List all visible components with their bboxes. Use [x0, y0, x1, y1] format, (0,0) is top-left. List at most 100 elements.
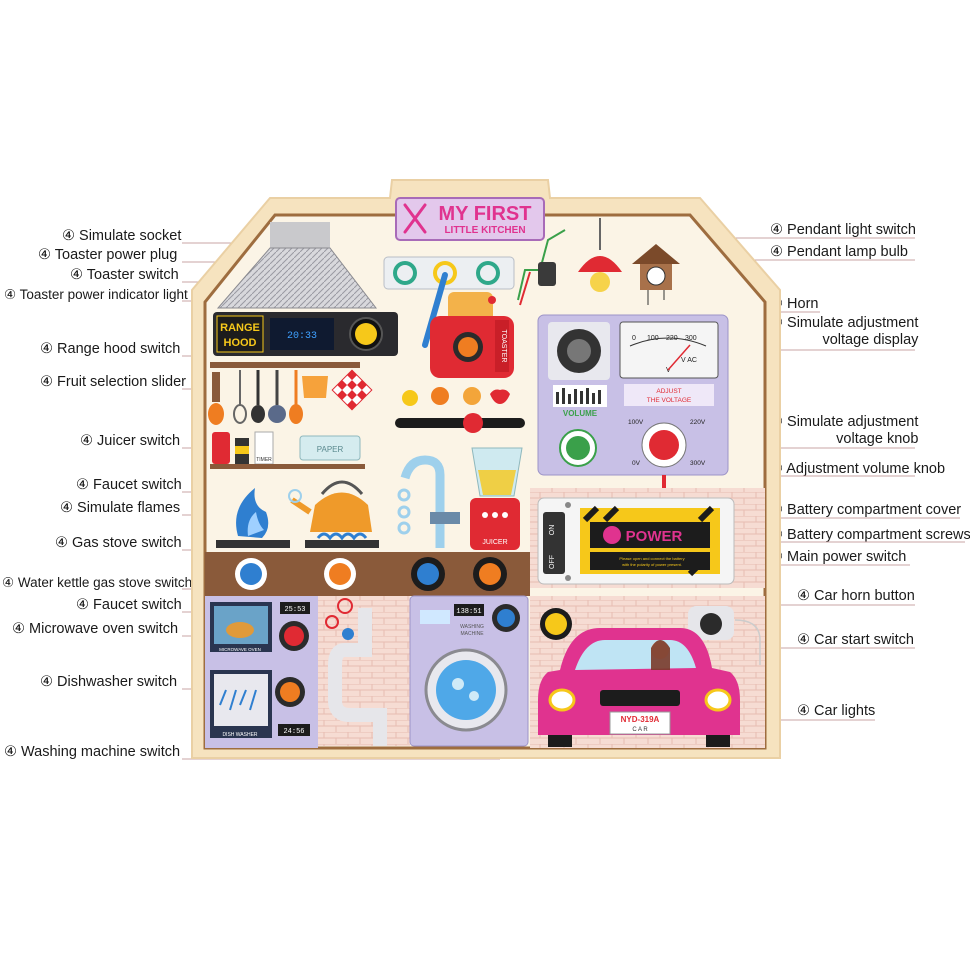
label-microwave-switch: ④ Microwave oven switch [12, 621, 178, 638]
title-line2: LITTLE KITCHEN [444, 225, 525, 236]
label-toaster-switch: ④ Toaster switch [70, 267, 179, 284]
car: NYD-319A C A R [538, 628, 740, 747]
pendant-light-switch[interactable] [538, 262, 556, 286]
socket-panel [383, 256, 515, 290]
label-toaster-indicator: ④ Toaster power indicator light [4, 286, 188, 303]
num-marker: ④ [80, 433, 93, 449]
battery-compartment: ON OFF POWER Please open and connect the… [537, 497, 735, 585]
stove-knobs [235, 557, 507, 591]
voltage-knob[interactable] [649, 430, 679, 460]
num-marker: ④ [770, 244, 783, 260]
microwave-switch[interactable] [284, 626, 304, 646]
faucet-switch[interactable] [430, 512, 460, 524]
range-hood: RANGE HOOD 20:33 [213, 222, 398, 356]
label-text: Main power switch [787, 549, 907, 565]
label-text: Horn [787, 296, 819, 312]
label-kettle-switch: ④ Water kettle gas stove switch [2, 574, 192, 591]
range-hood-switch[interactable] [355, 323, 377, 345]
num-marker: ④ [40, 374, 53, 390]
label-fruit-slider: ④ Fruit selection slider [40, 374, 186, 391]
num-marker: ④ [55, 535, 68, 551]
svg-text:PAPER: PAPER [317, 445, 344, 454]
num-marker: ④ [797, 703, 810, 719]
label-text: Dishwasher switch [57, 674, 178, 690]
stove-left [216, 488, 290, 548]
battery-screw [565, 502, 571, 508]
label-toaster-power-plug: ④ Toaster power plug [38, 247, 177, 264]
label-simulate-socket: ④ Simulate socket [62, 228, 181, 245]
num-marker: ④ [770, 222, 783, 238]
label-text: Toaster switch [86, 267, 179, 283]
label-faucet-switch-1: ④ Faucet switch [76, 477, 182, 494]
label-text: Faucet switch [93, 597, 182, 613]
svg-text:MICROWAVE OVEN: MICROWAVE OVEN [219, 647, 261, 652]
dishwasher-switch[interactable] [280, 682, 300, 702]
label-text: Pendant lamp bulb [787, 244, 908, 260]
dishwasher: DISH WASHER 24:56 [210, 670, 310, 738]
fruit-selection-slider[interactable] [395, 387, 525, 433]
svg-text:ADJUST: ADJUST [656, 388, 681, 395]
microwave: MICROWAVE OVEN 25:53 [210, 602, 310, 652]
title-line1: MY FIRST [439, 203, 532, 225]
svg-text:RANGE: RANGE [220, 322, 260, 334]
washing-machine-switch[interactable] [497, 609, 515, 627]
juicer-switch[interactable] [479, 563, 501, 585]
label-pendant-lamp-bulb: ④ Pendant lamp bulb [770, 244, 908, 261]
svg-text:C A R: C A R [632, 727, 648, 733]
num-marker: ④ [797, 632, 810, 648]
label-juicer-switch: ④ Juicer switch [80, 433, 180, 450]
car-start-switch[interactable] [700, 613, 722, 635]
volume-knob[interactable] [566, 436, 590, 460]
svg-text:NYD-319A: NYD-319A [621, 715, 660, 724]
svg-text:20:33: 20:33 [287, 331, 317, 342]
label-text: Gas stove switch [72, 535, 182, 551]
label-text: Adjustment volume knob [786, 461, 946, 477]
pendant-lamp [578, 256, 622, 272]
checkered-cloth-icon [331, 369, 373, 411]
num-marker: ④ [76, 477, 89, 493]
spice-shelf: TIMER PAPER [210, 431, 365, 469]
svg-text:ON: ON [549, 525, 556, 536]
svg-text:JUICER: JUICER [482, 539, 507, 546]
washing-machine: 138:51 WASHING MACHINE [409, 595, 529, 747]
faucet-knob[interactable] [417, 563, 439, 585]
toaster-switch[interactable] [458, 337, 478, 357]
label-text: Battery compartment cover [787, 502, 962, 518]
label-text: Microwave oven switch [29, 621, 179, 637]
main-power-switch[interactable] [543, 512, 565, 574]
svg-text:TOASTER: TOASTER [500, 330, 507, 363]
num-marker: ④ [2, 575, 15, 590]
num-marker: ④ [38, 247, 51, 263]
svg-text:DISH WASHER: DISH WASHER [222, 732, 257, 738]
label-text: Car start switch [814, 632, 914, 648]
juicer: JUICER [470, 447, 523, 550]
svg-text:TIMER: TIMER [256, 457, 272, 463]
label-text: Faucet switch [93, 477, 182, 493]
svg-text:0V: 0V [632, 460, 641, 467]
label-voltage-knob: ④ Simulate adjustment voltage knob [770, 414, 918, 448]
label-text: Juicer switch [97, 433, 181, 449]
svg-text:24:56: 24:56 [283, 728, 304, 736]
label-text: Toaster power indicator light [19, 287, 188, 302]
utensils-icon [403, 203, 427, 234]
svg-text:138:51: 138:51 [456, 608, 481, 616]
cuckoo-clock-icon [632, 244, 680, 305]
num-marker: ④ [40, 341, 53, 357]
svg-text:100V: 100V [628, 419, 644, 426]
kettle-stove-switch[interactable] [329, 563, 351, 585]
num-marker: ④ [4, 287, 17, 302]
faucet [397, 455, 460, 548]
voltage-needle [667, 344, 691, 371]
utensils-rack [208, 370, 328, 425]
label-text: Car horn button [814, 588, 915, 604]
gas-stove-switch[interactable] [240, 563, 262, 585]
svg-text:MACHINE: MACHINE [460, 631, 484, 637]
label-text: Simulate adjustment voltage knob [787, 414, 919, 447]
car-horn-button[interactable] [545, 613, 567, 635]
battery-screw [565, 575, 571, 581]
num-marker: ④ [76, 597, 89, 613]
num-marker: ④ [60, 500, 73, 516]
label-text: Simulate flames [77, 500, 181, 516]
svg-text:0: 0 [632, 335, 636, 342]
valves [325, 598, 354, 640]
